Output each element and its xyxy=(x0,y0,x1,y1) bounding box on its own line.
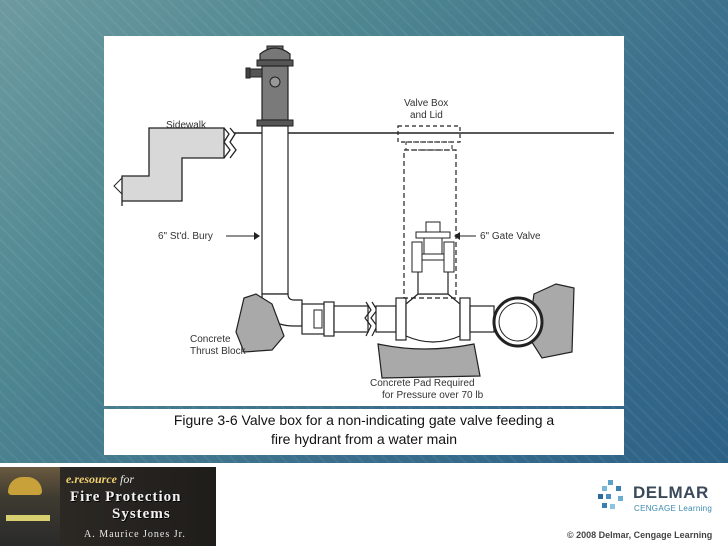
gate-valve-arrow xyxy=(454,232,460,240)
hydrant-nozzle-cap xyxy=(245,67,251,79)
hydrant-flange-bottom xyxy=(256,119,294,127)
series-for: for xyxy=(120,472,135,486)
valve-box-shaft xyxy=(403,149,457,299)
gate-valve-body xyxy=(405,293,461,343)
valve-box-collar xyxy=(405,141,453,151)
label-sidewalk: Sidewalk xyxy=(166,120,207,131)
hydrant-barrel xyxy=(261,65,289,121)
label-pad-2: for Pressure over 70 lb xyxy=(382,390,484,401)
label-valve-box-2: and Lid xyxy=(410,110,443,121)
book-title-line-1: Fire Protection xyxy=(70,489,182,505)
series-name: e.resource xyxy=(66,472,117,486)
valve-operating-nut xyxy=(415,231,451,239)
label-gate-valve: 6" Gate Valve xyxy=(480,231,541,242)
label-thrust-block-1: Concrete xyxy=(190,334,231,345)
valve-flange-left xyxy=(395,297,407,341)
helmet-icon xyxy=(8,477,42,495)
sidewalk-break-2 xyxy=(229,127,237,159)
pipe-coupling-1 xyxy=(313,309,323,329)
lateral-pipe-3 xyxy=(375,305,397,333)
hydrant-diagram: Sidewalk Valve Box and Lid 6" St'd. Bury… xyxy=(113,45,614,401)
figure-panel: Sidewalk Valve Box and Lid 6" St'd. Bury… xyxy=(104,36,624,406)
water-main-inner xyxy=(498,302,538,342)
sidewalk-slab xyxy=(121,127,225,206)
valve-bonnet xyxy=(417,257,449,295)
firefighter-image xyxy=(0,467,60,546)
publisher-sub: CENGAGE Learning xyxy=(634,504,713,513)
book-title-line-2: Systems xyxy=(112,506,171,522)
valve-bolt-right xyxy=(443,241,455,273)
hydrant-pumper-nozzle xyxy=(269,76,281,88)
book-author: A. Maurice Jones Jr. xyxy=(84,529,186,540)
riser-pipe xyxy=(261,125,289,295)
valve-bolt-left xyxy=(411,241,423,273)
lateral-pipe-2 xyxy=(333,305,369,333)
label-thrust-block-2: Thrust Block xyxy=(190,346,247,357)
hydrant-flange-top xyxy=(256,59,294,67)
pipe-flange-1 xyxy=(323,301,335,337)
figure-caption: Figure 3-6 Valve box for a non-indicatin… xyxy=(104,409,624,455)
sidewalk-edge xyxy=(113,177,123,195)
label-pad-1: Concrete Pad Required xyxy=(370,378,475,389)
delmar-logo-icon xyxy=(598,480,623,509)
sidewalk-break xyxy=(223,127,231,159)
valve-flange-right xyxy=(459,297,471,341)
caption-line-2: fire hydrant from a water main xyxy=(271,431,457,447)
label-bury: 6" St'd. Bury xyxy=(158,231,213,242)
pipe-break-1 xyxy=(364,301,372,337)
hydrant-bonnet xyxy=(259,47,291,61)
pipe-break-2 xyxy=(370,301,378,337)
valve-nut-top xyxy=(425,221,441,233)
copyright-notice: © 2008 Delmar, Cengage Learning xyxy=(567,530,713,540)
caption-line-1: Figure 3-6 Valve box for a non-indicatin… xyxy=(173,412,555,428)
lateral-pipe-4 xyxy=(469,305,495,333)
publisher-name: DELMAR xyxy=(633,483,709,502)
label-valve-box-1: Valve Box xyxy=(404,98,448,109)
valve-box-lid xyxy=(397,125,461,143)
thrust-block xyxy=(235,293,285,353)
hydrant-nozzle-left xyxy=(249,68,263,78)
concrete-pad xyxy=(377,343,481,379)
reflective-stripe xyxy=(6,515,50,521)
bury-arrow xyxy=(254,232,260,240)
